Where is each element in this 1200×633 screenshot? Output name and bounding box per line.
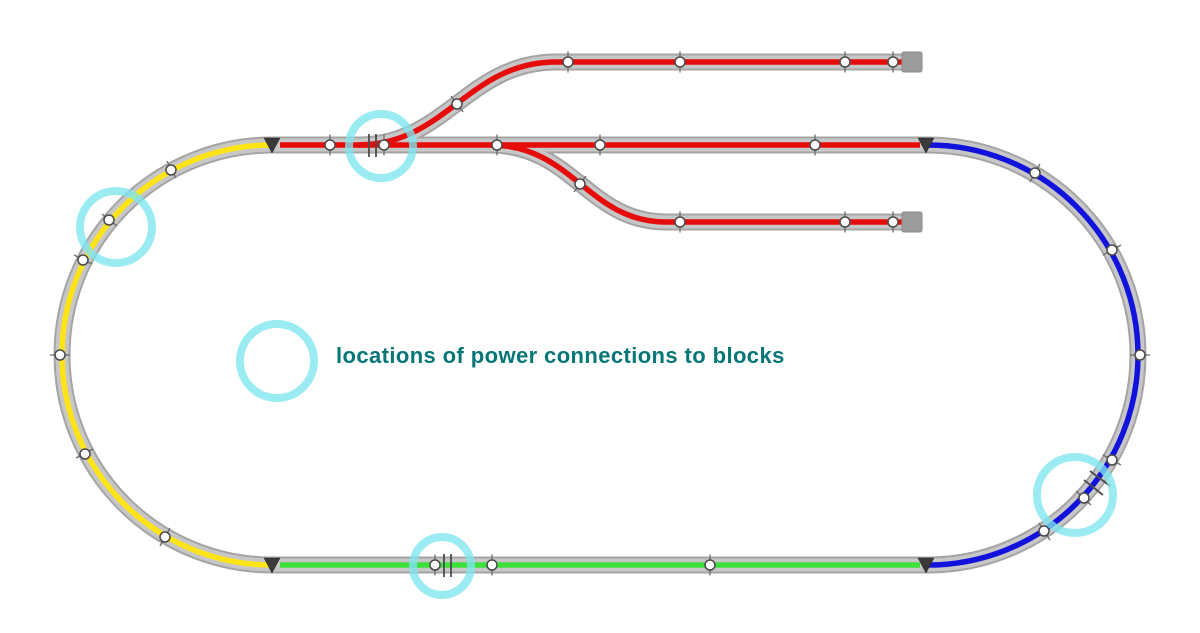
block-boundary-marker (917, 137, 935, 154)
power-connector-dot (1106, 454, 1118, 466)
power-connector-dot (1106, 244, 1118, 256)
buffer-stop-upper (901, 51, 923, 73)
power-connector-dot (839, 216, 851, 228)
block-blue-right-curve (927, 142, 1141, 568)
power-connector-dot (887, 216, 899, 228)
power-connector-dot (839, 56, 851, 68)
power-connector-dot (165, 164, 177, 176)
power-connector-dot (79, 448, 91, 460)
power-connector-dot (324, 139, 336, 151)
block-boundary-marker (917, 557, 935, 574)
block-boundary-marker (263, 557, 281, 574)
power-connector-dot (54, 349, 66, 361)
power-connector-dot (562, 56, 574, 68)
block-boundary-markers (263, 137, 935, 574)
highlight-ring (345, 110, 417, 182)
highlight-ring (409, 533, 475, 599)
rail-gap-markers (368, 134, 1111, 577)
power-connector-dot (1029, 167, 1041, 179)
power-connector-dot (378, 139, 390, 151)
power-connector-dot (77, 254, 89, 266)
roadbed-siding-lower (483, 138, 919, 229)
power-connector-dot (1134, 349, 1146, 361)
power-connector-dot (674, 56, 686, 68)
block-boundary-marker (263, 137, 281, 154)
highlight-rings (76, 110, 1117, 599)
power-connector-dot (1038, 525, 1050, 537)
power-connector-dot (486, 559, 498, 571)
power-connector-dot (1078, 492, 1090, 504)
gap-tick (1083, 479, 1104, 496)
power-connector-dot (103, 214, 115, 226)
power-connector-dot (574, 178, 586, 190)
roadbed-siding-upper (351, 55, 919, 152)
power-connector-dot (451, 98, 463, 110)
roadbed-edge-siding-upper (349, 53, 921, 154)
power-connector-dot (809, 139, 821, 151)
highlight-ring (76, 187, 156, 267)
power-connector-dot (429, 559, 441, 571)
power-connectors (50, 51, 1150, 576)
highlight-ring (1033, 453, 1117, 537)
power-connector-dot (887, 56, 899, 68)
buffer-stop-lower (901, 211, 923, 233)
highlight-ring-legend (236, 320, 318, 402)
power-connector-dot (594, 139, 606, 151)
gap-tick (1089, 470, 1111, 487)
power-connector-dot (491, 139, 503, 151)
buffer-stops (901, 51, 923, 233)
power-connector-dot (159, 531, 171, 543)
power-connector-dot (704, 559, 716, 571)
power-connector-dot (674, 216, 686, 228)
legend-label: locations of power connections to blocks (336, 343, 785, 368)
block-red-siding-upper (357, 59, 902, 148)
